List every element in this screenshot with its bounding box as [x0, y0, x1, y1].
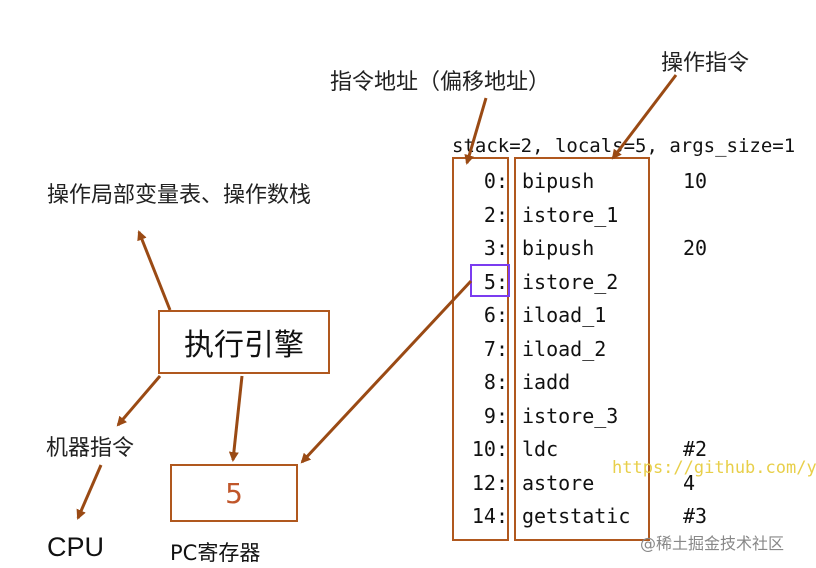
arrow-exec-to-machine — [116, 375, 162, 427]
bytecode-opcode: bipush — [522, 169, 595, 193]
bytecode-opcode: bipush — [522, 236, 595, 260]
bytecode-opcode: istore_3 — [522, 404, 619, 428]
bytecode-address: 7: — [483, 337, 508, 361]
bytecode-address: 2: — [483, 203, 508, 227]
github-watermark: https://github.com/yo — [612, 458, 816, 478]
bytecode-address: 3: — [483, 236, 508, 260]
bytecode-opcode: iload_2 — [522, 337, 607, 361]
pc-register-value: 5 — [225, 476, 243, 510]
bytecode-argument: #3 — [683, 504, 708, 528]
arrow-operation-title — [611, 74, 678, 160]
bytecode-opcode: ldc — [522, 437, 559, 461]
arrow-exec-to-locals — [137, 230, 172, 311]
bytecode-opcode: istore_1 — [522, 203, 619, 227]
locals-stack-label: 操作局部变量表、操作数栈 — [47, 183, 312, 208]
cpu-label: CPU — [47, 532, 105, 562]
bytecode-opcode: istore_2 — [522, 270, 619, 294]
arrow-machine-to-cpu — [76, 464, 103, 520]
bytecode-argument: #2 — [683, 437, 708, 461]
bytecode-argument: 10 — [683, 169, 708, 193]
bytecode-opcode: astore — [522, 471, 595, 495]
instruction-column — [514, 157, 650, 541]
bytecode-address: 10: — [471, 437, 508, 461]
machine-instruction-label: 机器指令 — [46, 436, 135, 461]
arrow-exec-to-pc — [228, 375, 244, 462]
pc-register-label: PC寄存器 — [170, 541, 261, 565]
bytecode-opcode: iadd — [522, 370, 571, 394]
arrow-address-title — [464, 97, 488, 165]
bytecode-address: 6: — [483, 303, 508, 327]
bytecode-address: 12: — [471, 471, 508, 495]
bytecode-address: 14: — [471, 504, 508, 528]
execution-engine-box: 执行引擎 — [158, 310, 330, 374]
bytecode-address: 9: — [483, 404, 508, 428]
bytecode-opcode: iload_1 — [522, 303, 607, 327]
arrow-address-to-pc — [300, 279, 473, 464]
bytecode-opcode: getstatic — [522, 504, 631, 528]
bytecode-address: 0: — [483, 169, 508, 193]
current-address-highlight — [470, 264, 510, 297]
bytecode-address: 5: — [483, 270, 508, 294]
bytecode-address: 8: — [483, 370, 508, 394]
bytecode-argument: 20 — [683, 236, 708, 260]
address-column — [452, 157, 509, 541]
site-credit: @稀土掘金技术社区 — [640, 534, 785, 553]
pc-register-box: 5 — [170, 464, 298, 522]
operation-instruction-title: 操作指令 — [661, 51, 750, 76]
instruction-address-title: 指令地址（偏移地址） — [330, 70, 551, 95]
bytecode-argument: 4 — [683, 471, 696, 495]
execution-engine-label: 执行引擎 — [184, 328, 304, 363]
